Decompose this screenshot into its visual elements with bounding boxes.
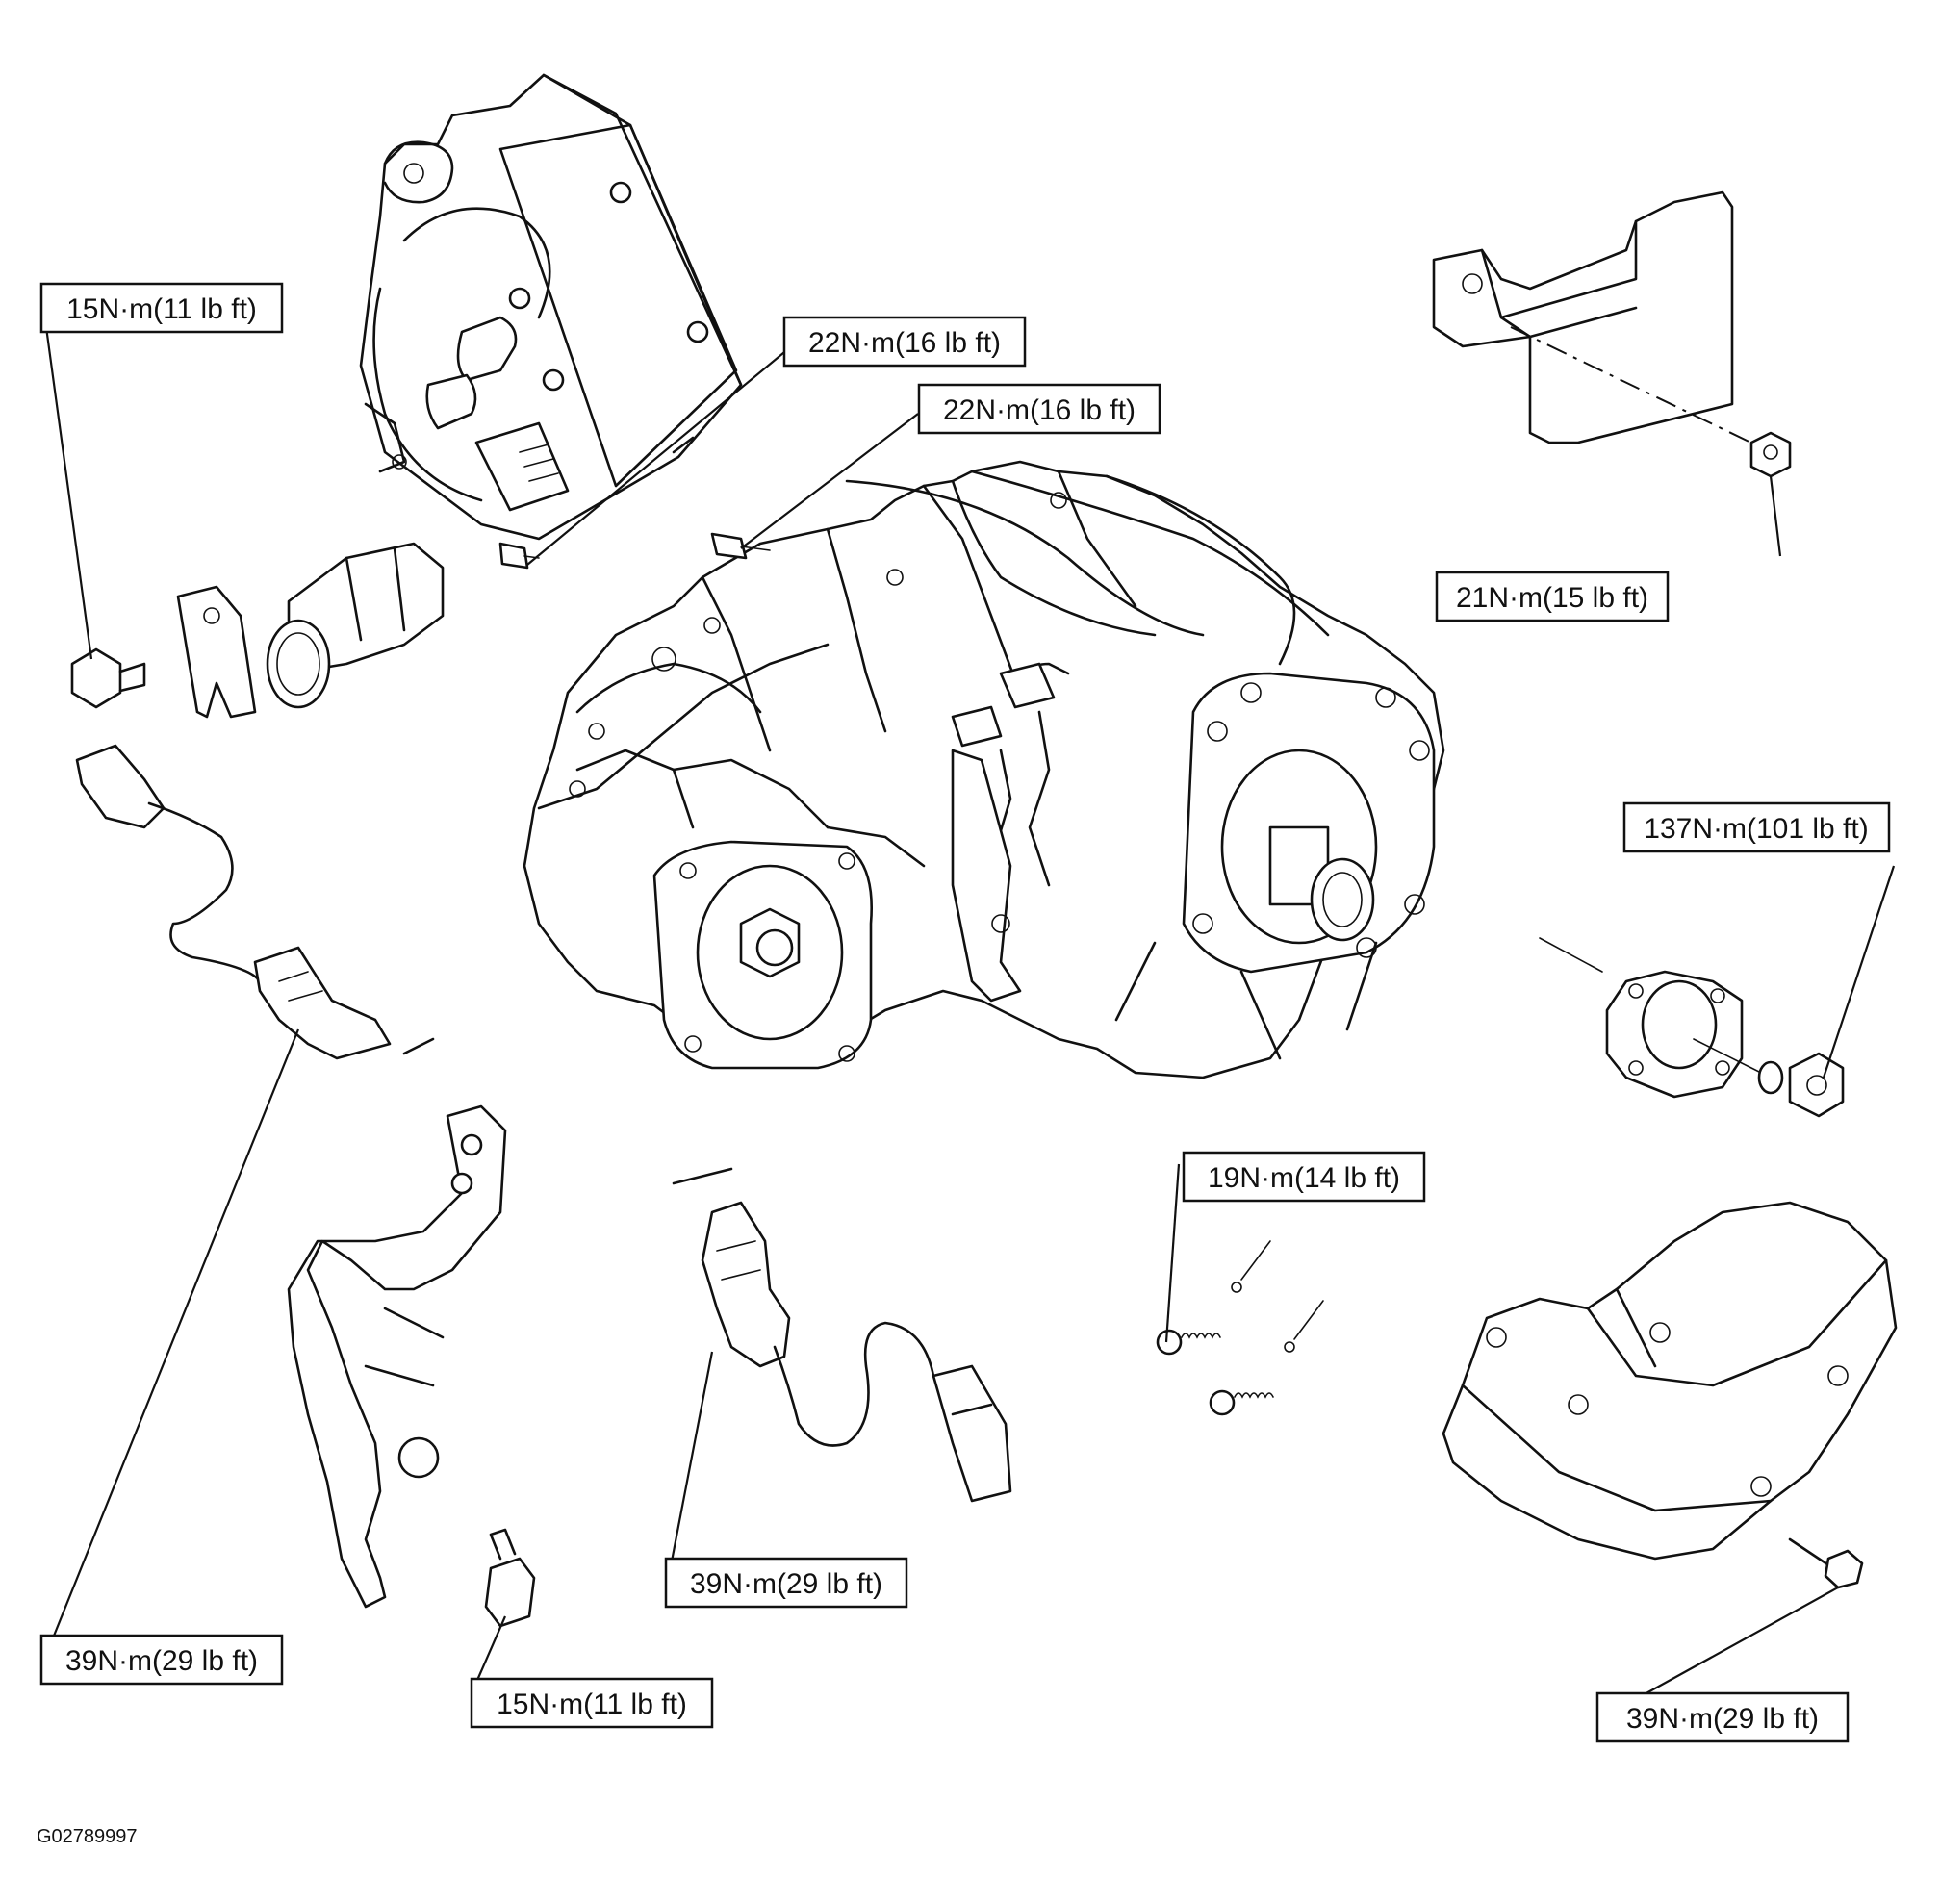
transfer-case-body bbox=[523, 460, 1445, 1079]
figure-id: G02789997 bbox=[37, 1826, 138, 1847]
torque-label-text: 15N·m(11 lb ft) bbox=[497, 1688, 687, 1720]
motor-mount-bolt bbox=[498, 542, 540, 570]
torque-label-bracket-bolt: 15N·m(11 lb ft) bbox=[470, 1677, 714, 1729]
shift-lever-bracket bbox=[287, 1104, 507, 1609]
torque-label-text: 39N·m(29 lb ft) bbox=[690, 1568, 882, 1600]
shift-motor-assembly bbox=[359, 73, 743, 541]
detent-assembly bbox=[1156, 1240, 1324, 1416]
case-bolt bbox=[710, 532, 771, 560]
torque-label-text: 15N·m(11 lb ft) bbox=[66, 293, 257, 325]
torque-label-text: 39N·m(29 lb ft) bbox=[65, 1645, 258, 1677]
shift-bolt-left bbox=[70, 647, 146, 709]
torque-label-shift-motor-bolt: 15N·m(11 lb ft) bbox=[39, 282, 284, 334]
torque-label-output-flange-nut: 137N·m(101 lb ft) bbox=[1622, 801, 1891, 853]
torque-label-switch-left: 39N·m(29 lb ft) bbox=[39, 1634, 284, 1686]
torque-label-text: 22N·m(16 lb ft) bbox=[943, 394, 1136, 426]
skid-plate bbox=[1442, 1201, 1898, 1561]
pin-center bbox=[672, 1167, 733, 1185]
output-flange-nut bbox=[1788, 1052, 1845, 1118]
bracket-bolt bbox=[484, 1528, 536, 1628]
torque-label-skid-bracket-nut: 21N·m(15 lb ft) bbox=[1435, 571, 1670, 622]
switch-left-assembly bbox=[75, 744, 392, 1060]
skid-bracket-centerline bbox=[1510, 326, 1762, 448]
output-seal bbox=[1757, 1060, 1784, 1095]
shift-fork-plate bbox=[176, 585, 257, 719]
torque-label-text: 137N·m(101 lb ft) bbox=[1644, 813, 1868, 845]
skid-bracket-nut bbox=[1749, 431, 1792, 478]
torque-label-text: 22N·m(16 lb ft) bbox=[808, 327, 1001, 359]
leader-lines bbox=[44, 326, 1896, 1721]
output-flange bbox=[1539, 937, 1762, 1099]
pin-left bbox=[402, 1037, 435, 1055]
torque-label-text: 39N·m(29 lb ft) bbox=[1626, 1703, 1819, 1735]
shift-sleeve bbox=[266, 542, 445, 709]
torque-label-switch-center: 39N·m(29 lb ft) bbox=[664, 1557, 908, 1609]
torque-label-case-bolt: 22N·m(16 lb ft) bbox=[917, 383, 1161, 435]
torque-label-detent-plug: 19N·m(14 lb ft) bbox=[1182, 1151, 1426, 1203]
torque-label-motor-mount-bolt: 22N·m(16 lb ft) bbox=[782, 316, 1027, 368]
torque-label-skid-plate-bolt: 39N·m(29 lb ft) bbox=[1595, 1691, 1850, 1743]
torque-label-text: 21N·m(15 lb ft) bbox=[1456, 582, 1648, 614]
switch-center-assembly bbox=[701, 1201, 1012, 1503]
skid-bracket bbox=[1432, 190, 1734, 444]
skid-plate-bolt bbox=[1788, 1537, 1864, 1589]
torque-label-text: 19N·m(14 lb ft) bbox=[1208, 1162, 1400, 1194]
